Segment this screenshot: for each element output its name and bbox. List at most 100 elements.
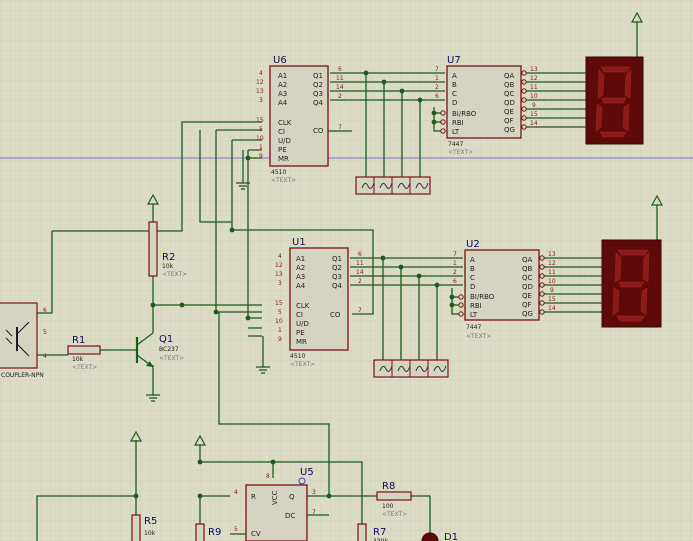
svg-text:15: 15	[256, 117, 264, 124]
svg-text:A2: A2	[278, 81, 287, 89]
u6-right-pins: Q1 Q2 Q3 Q4 CO 6 11 14 2 7	[313, 66, 344, 135]
u7-ic-7447[interactable]: U7 A B C D BI/RBO RBI LT 7 1 2 6 QA QB Q…	[435, 55, 538, 156]
u5-pin-num-5: 5	[234, 526, 238, 533]
svg-text:QA: QA	[522, 256, 533, 264]
svg-text:CO: CO	[330, 311, 341, 319]
svg-text:12: 12	[275, 262, 283, 269]
u1-right-pins: Q1 Q2 Q3 Q4 CO 6 11 14 2 7	[330, 251, 364, 319]
dip-switch-pack-2[interactable]	[373, 359, 449, 378]
resistor-r9[interactable]: R9	[195, 523, 221, 541]
svg-text:B: B	[452, 81, 457, 89]
svg-text:D: D	[470, 283, 475, 291]
svg-text:4: 4	[278, 253, 282, 260]
u7-ref: U7	[447, 55, 461, 66]
u5-pin-r: R	[251, 493, 256, 501]
u2-text: <TEXT>	[466, 333, 491, 340]
svg-text:14: 14	[548, 305, 556, 312]
svg-text:2: 2	[435, 84, 439, 91]
u1-left-pins: A1 A2 A3 A4 CLK CI U/D PE MR 4 12 13 3 1…	[275, 253, 310, 346]
svg-text:3: 3	[259, 97, 263, 104]
svg-text:14: 14	[530, 120, 538, 127]
seven-segment-display-2[interactable]	[601, 239, 662, 328]
svg-text:1: 1	[259, 144, 263, 151]
svg-text:5: 5	[278, 309, 282, 316]
resistor-r1[interactable]: R1 10k <TEXT>	[67, 335, 101, 371]
u1-ic-4510[interactable]: U1 A1 A2 A3 A4 CLK CI U/D PE MR 4 12 13 …	[275, 237, 364, 368]
svg-text:MR: MR	[296, 338, 307, 346]
svg-text:3: 3	[278, 280, 282, 287]
svg-text:A4: A4	[296, 282, 306, 290]
svg-text:CO: CO	[313, 127, 324, 135]
power-terminals	[129, 11, 664, 446]
u7-inverted-output-bubbles	[521, 70, 527, 130]
svg-text:10: 10	[275, 318, 283, 325]
u2-part: 7447	[466, 324, 481, 331]
svg-text:CI: CI	[278, 128, 285, 136]
q1-ref: Q1	[159, 334, 173, 345]
svg-text:2: 2	[338, 93, 342, 100]
svg-text:QB: QB	[522, 265, 533, 273]
svg-text:6: 6	[435, 93, 439, 100]
transistor-q1[interactable]: Q1 BC237 <TEXT>	[135, 332, 184, 368]
svg-text:CLK: CLK	[278, 119, 292, 127]
svg-text:CI: CI	[296, 311, 303, 319]
svg-text:RBI: RBI	[452, 119, 464, 127]
svg-text:Q3: Q3	[313, 90, 323, 98]
svg-text:12: 12	[548, 260, 556, 267]
svg-text:A1: A1	[278, 72, 287, 80]
u5-ref: U5	[300, 467, 314, 478]
u5-pin-dc: DC	[285, 512, 295, 520]
svg-text:9: 9	[278, 336, 282, 343]
optocoupler-pin-5: 5	[43, 329, 47, 336]
svg-text:2: 2	[358, 278, 362, 285]
svg-text:Q2: Q2	[313, 81, 323, 89]
u6-text: <TEXT>	[271, 177, 296, 184]
svg-text:12: 12	[530, 75, 538, 82]
u6-left-pins: A1 A2 A3 A4 CLK CI U/D PE MR 4 12 13 3 1…	[256, 70, 292, 163]
svg-text:QE: QE	[522, 292, 532, 300]
resistor-r2[interactable]: R2 10k <TEXT>	[148, 221, 187, 278]
svg-text:12: 12	[256, 79, 264, 86]
u2-right-pins: QA QB QC QD QE QF QG 13 12 11 10 9 15 14	[522, 251, 556, 318]
svg-text:BI/RBO: BI/RBO	[452, 110, 477, 118]
q1-value: BC237	[159, 346, 179, 353]
u6-ref: U6	[273, 55, 287, 66]
u2-ic-7447[interactable]: U2 A B C D BI/RBO RBI LT 7 1 2 6 QA QB Q…	[453, 239, 556, 340]
svg-text:6: 6	[358, 251, 362, 258]
u5-ic-timer[interactable]: U5 R CV Q DC VCC 4 5 3 7 8	[230, 467, 329, 541]
u5-pin-num-7: 7	[312, 509, 316, 516]
d1-ref: D1	[444, 532, 458, 541]
q1-text: <TEXT>	[159, 355, 184, 362]
svg-text:Q4: Q4	[332, 282, 343, 290]
svg-text:11: 11	[548, 269, 556, 276]
resistor-r8[interactable]: R8 100 <TEXT>	[376, 481, 412, 518]
svg-text:A4: A4	[278, 99, 288, 107]
svg-text:10: 10	[530, 93, 538, 100]
svg-text:LT: LT	[452, 128, 460, 136]
svg-text:9: 9	[550, 287, 554, 294]
dip-switch-pack-1[interactable]	[355, 176, 431, 195]
u5-pin-num-4: 4	[234, 489, 238, 496]
u6-ic-4510[interactable]: U6 A1 A2 A3 A4 CLK CI U/D PE MR 4 12 13 …	[256, 55, 352, 184]
u5-probe-marker	[298, 477, 306, 485]
svg-text:Q2: Q2	[332, 264, 342, 272]
u7-part: 7447	[448, 141, 463, 148]
svg-text:C: C	[470, 274, 475, 282]
svg-text:U/D: U/D	[296, 320, 309, 328]
svg-text:QB: QB	[504, 81, 515, 89]
svg-text:A3: A3	[278, 90, 287, 98]
svg-text:7: 7	[453, 251, 457, 258]
resistor-r5[interactable]: R5 10k	[131, 514, 157, 541]
svg-text:11: 11	[356, 260, 364, 267]
svg-text:PE: PE	[296, 329, 305, 337]
svg-text:QG: QG	[522, 310, 533, 318]
seven-segment-display-1[interactable]	[585, 56, 644, 145]
r2-value: 10k	[162, 263, 174, 270]
led-d1[interactable]: D1	[421, 532, 458, 541]
optocoupler-npn[interactable]: 6 5 4 COUPLER-NPN	[0, 302, 47, 379]
svg-text:14: 14	[336, 84, 344, 91]
resistor-r7[interactable]: R7 330k	[357, 523, 388, 541]
u1-ref: U1	[292, 237, 306, 248]
svg-text:QG: QG	[504, 126, 515, 134]
